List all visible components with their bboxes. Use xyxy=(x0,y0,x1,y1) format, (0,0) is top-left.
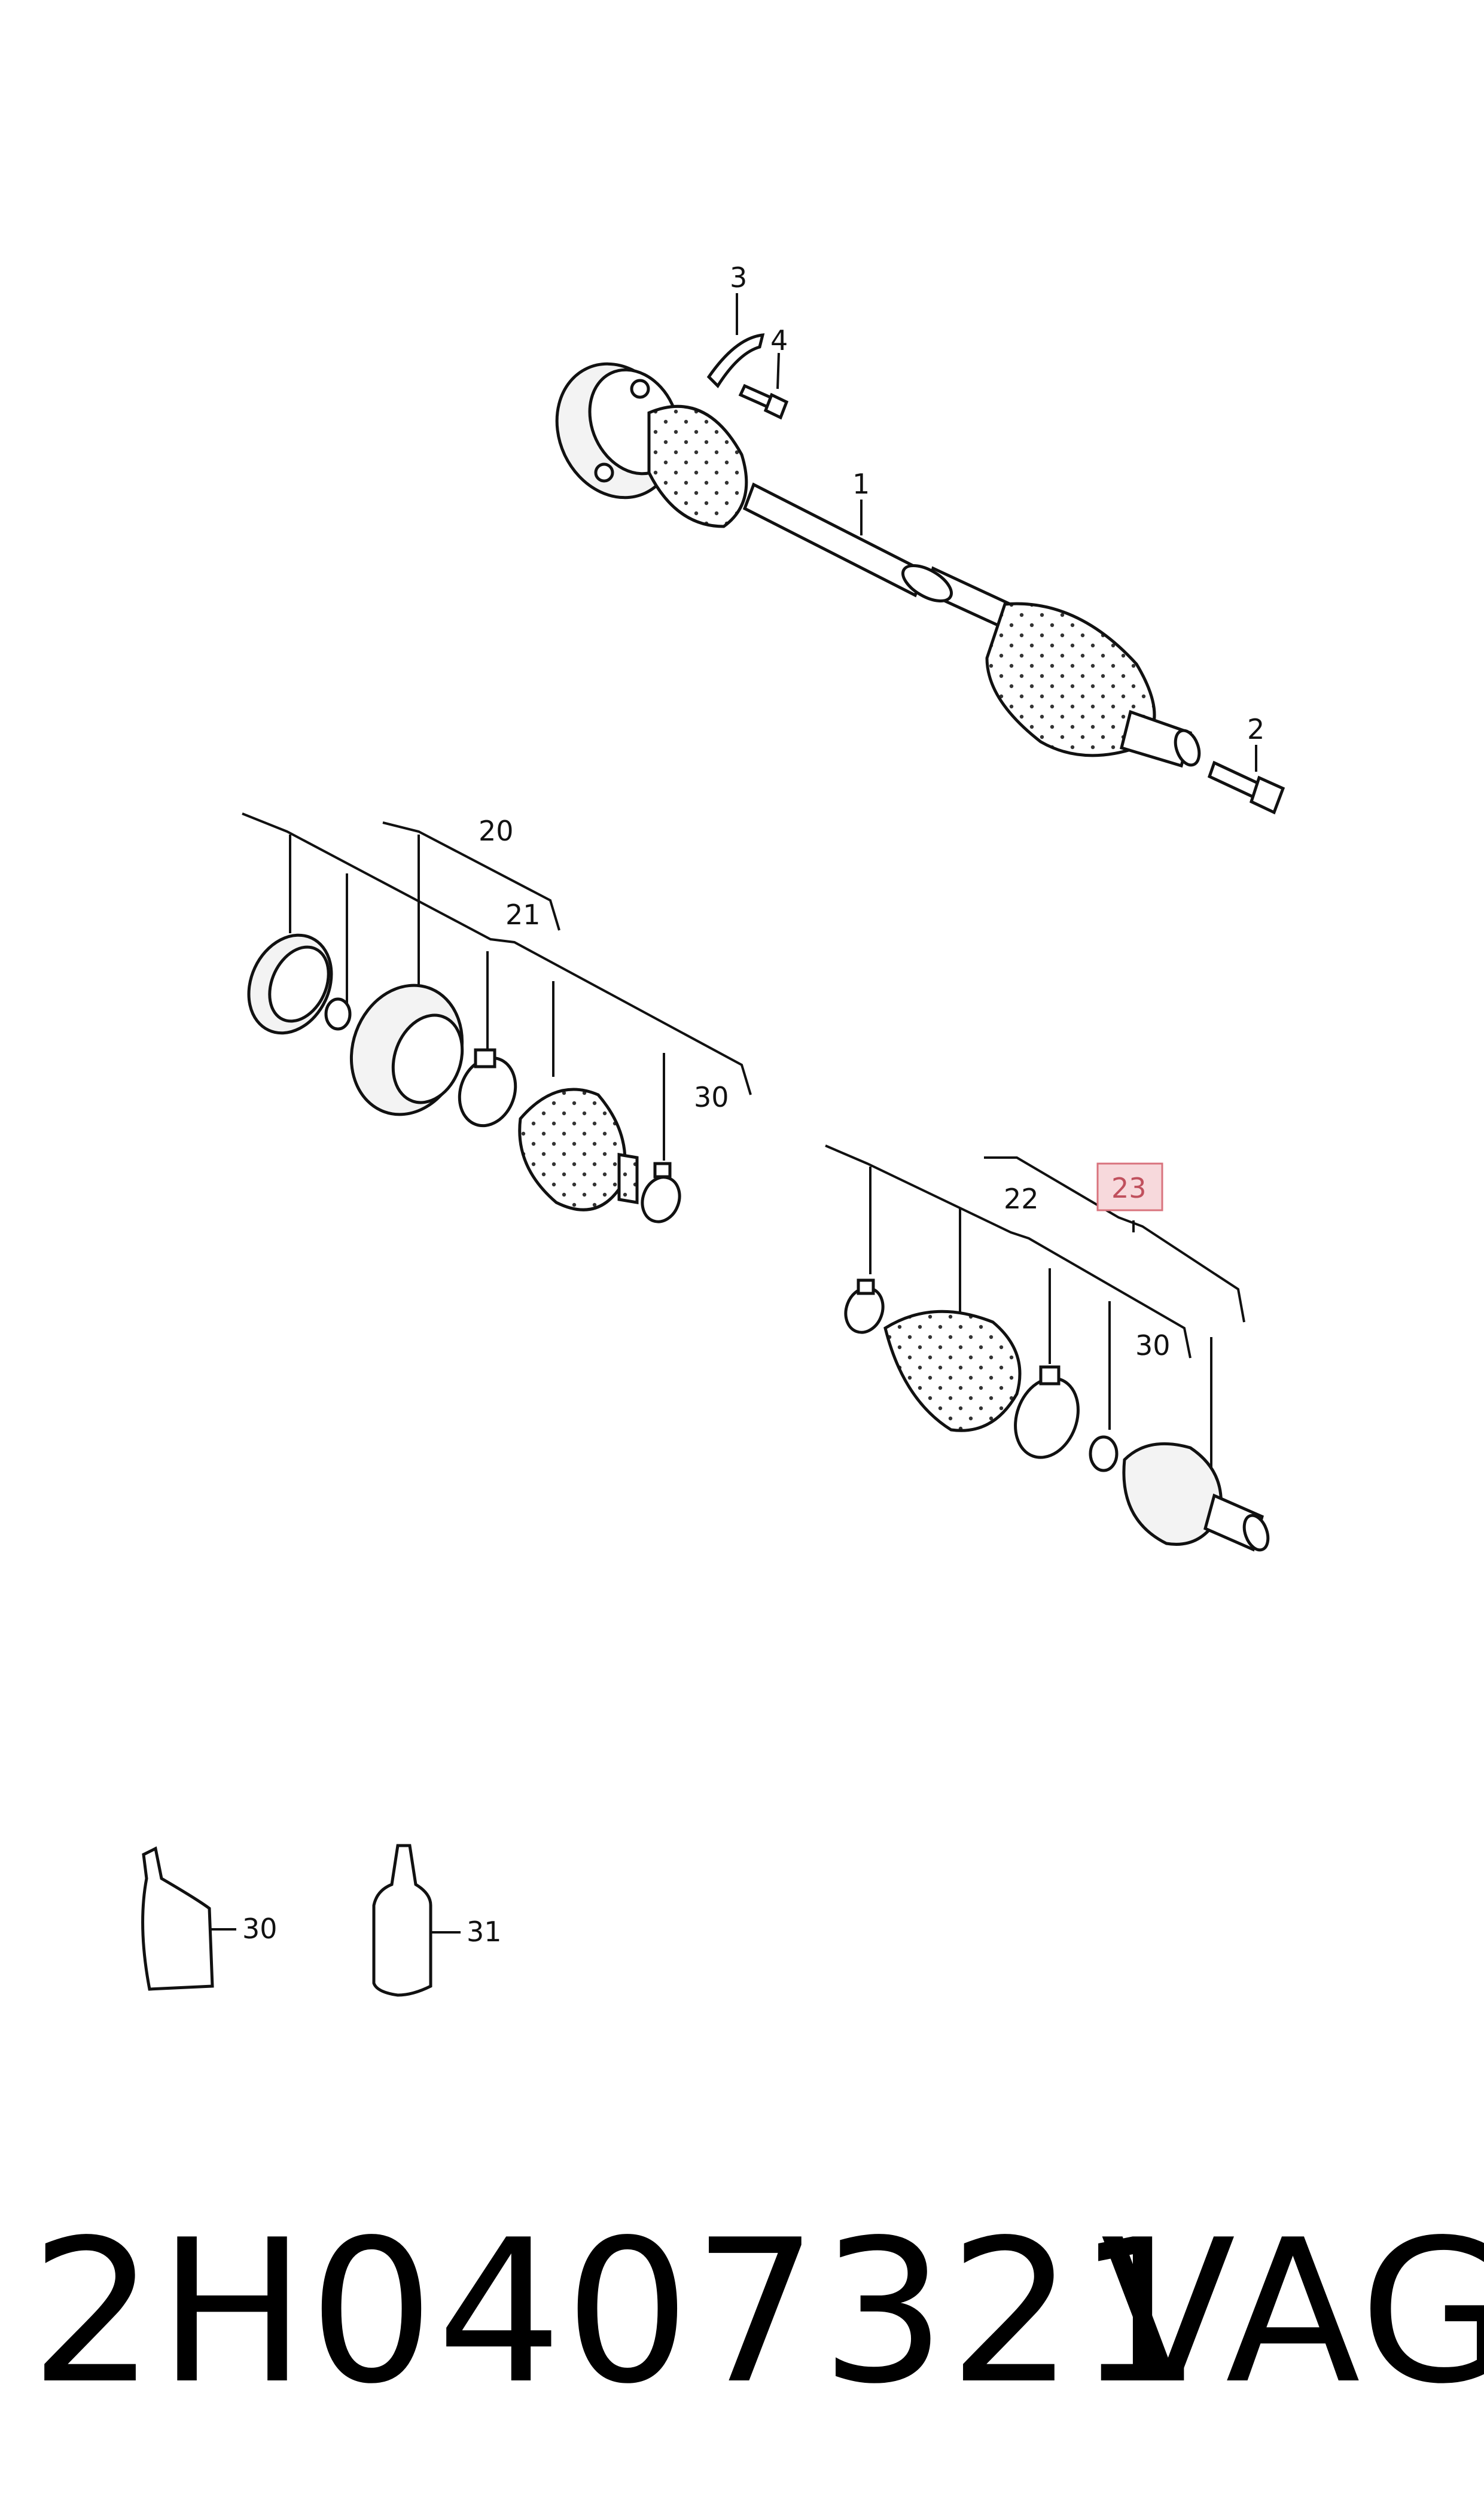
hub-bolt xyxy=(1207,760,1285,815)
callout-22: 22 xyxy=(1004,1183,1039,1215)
callout-30-right: 30 xyxy=(1135,1329,1171,1362)
callout-20: 20 xyxy=(479,815,514,847)
outer-joint-kit xyxy=(825,1144,1270,1552)
callout-23: 23 xyxy=(1111,1172,1147,1204)
callout-23-highlight[interactable]: 23 xyxy=(1096,1162,1163,1211)
callout-1: 1 xyxy=(852,468,870,500)
callout-31: 31 xyxy=(467,1916,502,1948)
callout-30-left: 30 xyxy=(694,1081,729,1113)
callout-2: 2 xyxy=(1247,713,1264,745)
callout-21: 21 xyxy=(505,899,541,931)
flange-bolt xyxy=(738,383,789,420)
brand-name: VAG xyxy=(1101,2197,1484,2427)
callout-3: 3 xyxy=(730,261,747,294)
callout-leaders xyxy=(736,293,1257,1232)
callout-30-bottom: 30 xyxy=(242,1913,278,1945)
sealant-bottle xyxy=(372,1844,461,1997)
part-number: 2H0407321 xyxy=(30,2197,1205,2427)
callout-4: 4 xyxy=(770,324,788,357)
drive-shaft-assembly xyxy=(555,362,1201,768)
inner-joint-kit xyxy=(242,812,752,1223)
grease-tube xyxy=(141,1846,236,1991)
retaining-plate xyxy=(706,333,765,388)
